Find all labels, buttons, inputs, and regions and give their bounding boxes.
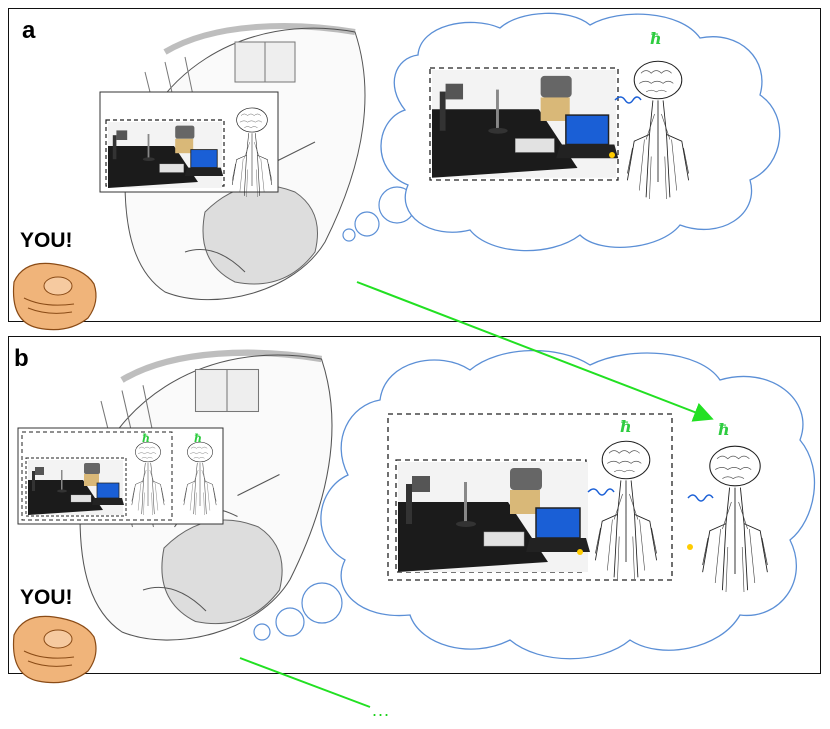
panel-b-hbar-2: ħ xyxy=(718,420,730,439)
panel-b-hbar-1: ħ xyxy=(620,417,632,436)
panel-a-label: a xyxy=(22,17,36,44)
panel-b-cloud-content: ħ ħ xyxy=(387,413,768,593)
continuation-line xyxy=(239,657,371,708)
recursion-arrow xyxy=(356,281,714,422)
panel-a-you-label: YOU! xyxy=(20,229,73,252)
panel-b-label: b xyxy=(14,345,29,372)
panel-a-pointing-hand xyxy=(12,262,97,331)
svg-text:ħ: ħ xyxy=(194,432,202,445)
panel-b-inset: ħ ħ xyxy=(17,427,224,525)
panel-a-cloud-content: ħ xyxy=(429,29,690,200)
panel-a-thought-bubbles xyxy=(342,186,416,242)
svg-text:ħ: ħ xyxy=(142,432,150,445)
panel-b-pointing-hand xyxy=(12,615,97,684)
panel-b-you-label: YOU! xyxy=(20,586,73,609)
continuation-ellipsis: ... xyxy=(372,700,391,720)
panel-b-thought-bubbles xyxy=(253,582,343,641)
panel-a-inset xyxy=(99,91,279,198)
panel-a-hbar: ħ xyxy=(650,29,662,48)
